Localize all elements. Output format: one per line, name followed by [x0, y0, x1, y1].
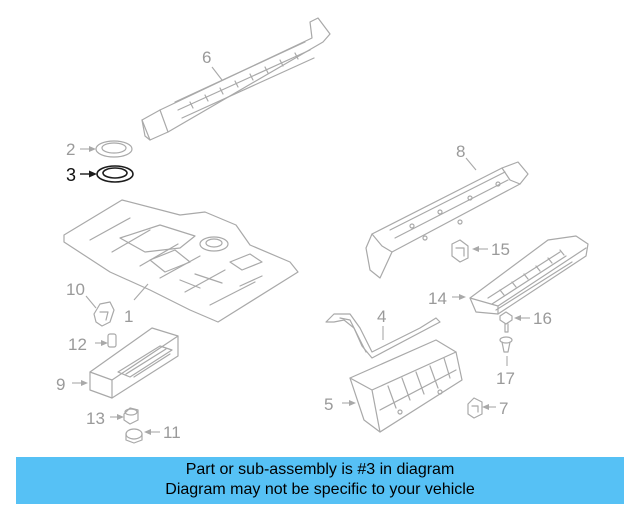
callout-9: 9: [56, 375, 65, 394]
part-13-bolt: [123, 407, 139, 425]
leader-10: [85, 295, 97, 309]
arrowhead-13: [117, 414, 124, 420]
callout-5: 5: [324, 395, 333, 414]
part-6-rocker-panel: [141, 17, 331, 141]
part-17-clip: [499, 336, 513, 353]
leader-6: [211, 66, 223, 81]
callout-8: 8: [456, 142, 465, 161]
callout-1: 1: [124, 307, 133, 326]
arrowhead-16: [514, 315, 521, 321]
callout-4: 4: [377, 307, 386, 326]
arrowhead-2: [89, 146, 96, 152]
banner-line-1: Part or sub-assembly is #3 in diagram: [185, 461, 455, 478]
part-10-clip: [93, 301, 115, 327]
callout-2: 2: [66, 140, 75, 159]
callout-15: 15: [491, 240, 510, 259]
part-16-screw: [499, 311, 513, 333]
arrowhead-15: [472, 246, 479, 252]
callout-11: 11: [163, 423, 181, 442]
arrowhead-11: [144, 429, 151, 435]
part-14-step-board: [469, 235, 589, 315]
part-12-pin: [107, 333, 117, 348]
part-15-bracket: [451, 239, 469, 263]
leader-8: [465, 157, 477, 171]
arrowhead-9: [81, 380, 88, 386]
info-banner: Part or sub-assembly is #3 in diagram Di…: [16, 457, 624, 504]
arrowhead-3: [89, 170, 97, 178]
banner-line-2: Diagram may not be specific to your vehi…: [165, 481, 475, 498]
callout-13: 13: [86, 409, 105, 428]
part-3-plug-highlighted: [96, 165, 134, 183]
leader-1: [133, 283, 149, 301]
part-5-step-well: [349, 339, 463, 433]
callout-12: 12: [68, 335, 87, 354]
arrowhead-7: [482, 404, 489, 410]
callout-14: 14: [428, 289, 447, 308]
part-7-bracket: [467, 397, 483, 419]
callout-6: 6: [202, 48, 211, 67]
part-8-inner-rocker: [365, 161, 529, 279]
part-11-nut: [125, 428, 143, 444]
part-2-plug: [95, 140, 133, 158]
parts-diagram: 6 2 3 1 10 12: [56, 17, 589, 444]
callout-7: 7: [499, 399, 508, 418]
part-9-storage-tray: [89, 327, 179, 399]
callout-3: 3: [66, 165, 76, 185]
callout-17: 17: [496, 369, 515, 388]
arrowhead-14: [459, 294, 466, 300]
arrowhead-12: [101, 340, 108, 346]
callout-16: 16: [533, 309, 552, 328]
part-1-floor-pan: [63, 199, 299, 323]
part-4-seal: [325, 313, 441, 359]
callout-10: 10: [66, 280, 85, 299]
arrowhead-5: [349, 400, 356, 406]
